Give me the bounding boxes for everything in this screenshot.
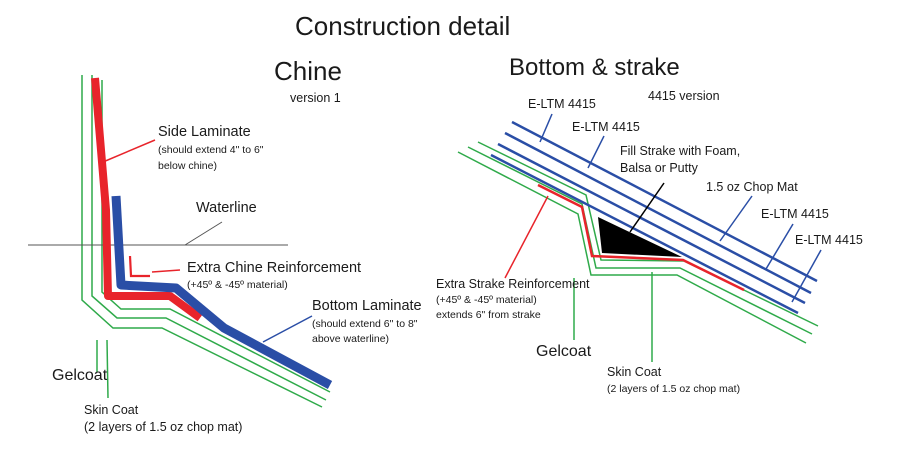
- chine-gelcoat-label: Gelcoat: [52, 367, 108, 384]
- chine-gelcoat-inner: [91, 75, 327, 401]
- eltm-label-1: E-LTM 4415: [528, 97, 596, 111]
- leader-eltm-4: [791, 249, 822, 303]
- fill-strake-label-2: Balsa or Putty: [620, 161, 698, 175]
- eltm-layer-3: [497, 142, 806, 305]
- leader-eltm-3: [765, 223, 794, 270]
- leader-eltm-1: [539, 113, 553, 143]
- waterline-label: Waterline: [196, 200, 257, 216]
- eltm-layer-4: [490, 153, 799, 315]
- strake-skin-coat-note: (2 layers of 1.5 oz chop mat): [607, 383, 741, 395]
- extra-strake-note-1: (+45º & -45º material): [436, 294, 537, 306]
- leader-side-laminate: [102, 139, 156, 163]
- extra-strake-label: Extra Strake Reinforcement: [436, 277, 590, 291]
- extra-chine-label: Extra Chine Reinforcement: [187, 260, 362, 276]
- extra-chine-note: (+45º & -45º material): [187, 279, 288, 291]
- strake-version: 4415 version: [648, 89, 720, 103]
- leader-bottom-laminate: [262, 315, 313, 343]
- leader-eltm-2: [587, 135, 605, 169]
- chop-mat-label: 1.5 oz Chop Mat: [706, 180, 798, 194]
- bottom-laminate-note-2: above waterline): [312, 333, 390, 345]
- leader-extra-strake: [504, 195, 549, 279]
- leader-skin-coat-chine: [106, 339, 109, 399]
- eltm-label-2: E-LTM 4415: [572, 120, 640, 134]
- strake-gelcoat-label: Gelcoat: [536, 343, 592, 360]
- side-laminate: [91, 77, 203, 322]
- leader-extra-chine: [151, 269, 181, 273]
- leader-waterline: [184, 221, 223, 246]
- side-laminate-note-2: below chine): [158, 160, 217, 172]
- strake-gelcoat-outer: [457, 151, 807, 344]
- extra-strake-note-2: extends 6" from strake: [436, 309, 541, 321]
- bottom-laminate-note-1: (should extend 6" to 8": [312, 318, 418, 330]
- chine-skin-coat-label: Skin Coat: [84, 403, 139, 417]
- side-laminate-label: Side Laminate: [158, 124, 251, 140]
- chine-skin-coat: [101, 80, 331, 393]
- eltm-label-3: E-LTM 4415: [761, 207, 829, 221]
- side-laminate-note-1: (should extend 4" to 6": [158, 144, 264, 156]
- extra-strake-reinforcement: [537, 183, 745, 292]
- leader-fill-strake: [629, 182, 665, 233]
- extra-chine-reinforcement: [128, 255, 150, 278]
- eltm-layer-2: [504, 131, 812, 295]
- diagram-title: Construction detail: [295, 11, 511, 41]
- eltm-layer-1: [511, 120, 818, 283]
- chine-version: version 1: [290, 91, 341, 105]
- strake-fill: [598, 217, 682, 257]
- bottom-laminate-label: Bottom Laminate: [312, 298, 422, 314]
- strake-skin-coat-label: Skin Coat: [607, 365, 662, 379]
- eltm-label-4: E-LTM 4415: [795, 233, 863, 247]
- chine-skin-coat-note: (2 layers of 1.5 oz chop mat): [84, 420, 243, 434]
- fill-strake-label-1: Fill Strake with Foam,: [620, 144, 741, 158]
- bottom-laminate: [111, 195, 333, 389]
- strake-heading: Bottom & strake: [509, 54, 680, 81]
- leader-chop-mat: [719, 195, 753, 242]
- strake-gelcoat-inner: [467, 146, 813, 335]
- chine-gelcoat-outer: [81, 75, 323, 408]
- chine-heading: Chine: [274, 56, 342, 86]
